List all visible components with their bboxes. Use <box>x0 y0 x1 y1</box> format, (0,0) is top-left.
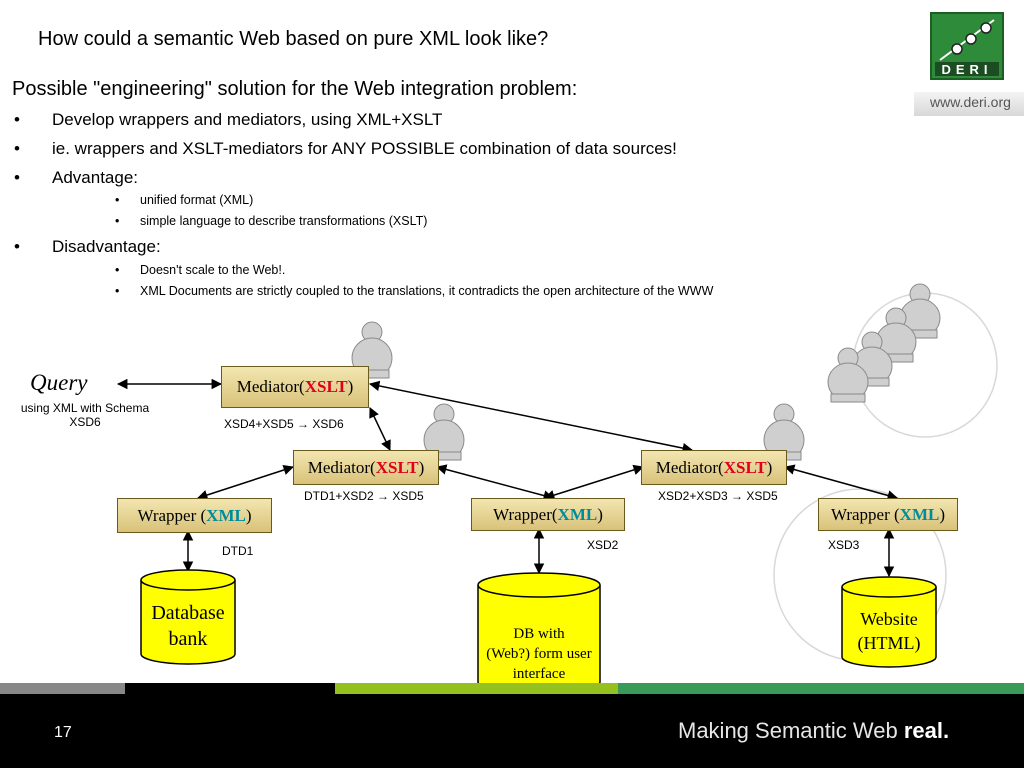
footer-bar-lime <box>335 683 618 695</box>
deri-url-bar <box>914 92 1024 116</box>
wrapper-prefix: Wrapper ( <box>137 505 207 525</box>
wrapper-schema-2: XSD2 <box>587 538 619 552</box>
bullet-item: • Develop wrappers and mediators, using … <box>14 110 443 130</box>
source-label-website: Website (HTML) <box>842 607 936 655</box>
footer-bar-green <box>618 683 1024 695</box>
bullet-marker: • <box>14 237 20 256</box>
source-label-line: (Web?) form user <box>486 646 592 662</box>
mediator-schema-left: DTD1+XSD2 → XSD5 <box>304 489 424 503</box>
wrapper-box-1: Wrapper (XML) <box>117 498 272 533</box>
source-label-line: DB with <box>513 626 565 642</box>
footer-tagline: Making Semantic Web real. <box>678 718 949 744</box>
database-cylinder-2 <box>477 572 601 695</box>
deri-logo: DERI <box>930 12 1004 80</box>
footer-bar-black <box>125 683 335 695</box>
wrapper-prefix: Wrapper ( <box>830 504 900 524</box>
wrapper-keyword: XML <box>557 504 598 524</box>
source-label-db-form: DB with (Web?) form user interface <box>474 624 604 684</box>
wrapper-box-2: Wrapper(XML) <box>471 498 625 531</box>
sub-bullet-text: unified format (XML) <box>140 193 254 207</box>
sub-bullet-item: • Doesn't scale to the Web!. <box>115 263 286 277</box>
bullet-item: • Advantage: <box>14 168 139 188</box>
bullet-marker: • <box>115 284 120 298</box>
wrapper-suffix: ) <box>245 505 252 525</box>
wrapper-schema-3: XSD3 <box>828 538 860 552</box>
bullet-text: Develop wrappers and mediators, using XM… <box>52 110 443 129</box>
page-number: 17 <box>54 724 72 741</box>
bullet-marker: • <box>115 214 120 228</box>
mediator-prefix: Mediator( <box>236 377 305 396</box>
slide-subtitle: Possible "engineering" solution for the … <box>12 78 578 100</box>
bullet-marker: • <box>14 139 20 158</box>
sub-bullet-item: • unified format (XML) <box>115 193 254 207</box>
slide-title: How could a semantic Web based on pure X… <box>38 28 549 50</box>
query-label: Query <box>30 370 88 395</box>
query-note: using XML with Schema XSD6 <box>14 401 156 429</box>
wrapper-keyword: XML <box>206 505 246 525</box>
bullet-text: ie. wrappers and XSLT-mediators for ANY … <box>52 139 677 158</box>
arrow-left-mediator-wrapper-2 <box>435 464 555 501</box>
mediator-suffix: ) <box>347 377 354 396</box>
footer <box>0 694 1024 768</box>
query-note-line: XSD6 <box>69 415 101 429</box>
bullet-marker: • <box>14 110 20 129</box>
bullet-marker: • <box>115 193 120 207</box>
mediator-box-top: Mediator(XSLT) <box>221 366 369 408</box>
query-note-line: using XML with Schema <box>20 401 150 415</box>
bullet-item: • Disadvantage: <box>14 237 161 257</box>
mediator-box-right: Mediator(XSLT) <box>641 450 787 485</box>
source-label-line: interface <box>512 666 566 682</box>
sub-bullet-item: • XML Documents are strictly coupled to … <box>115 284 714 298</box>
mediator-box-left: Mediator(XSLT) <box>293 450 439 485</box>
sub-bullet-item: • simple language to describe transforma… <box>115 214 428 228</box>
source-label-line: (HTML) <box>857 633 921 653</box>
wrapper-keyword: XML <box>899 504 940 524</box>
tagline-prefix: Making Semantic Web <box>678 718 904 743</box>
mediator-keyword: XSLT <box>375 457 419 477</box>
deri-url: www.deri.org <box>930 94 1011 110</box>
mediator-prefix: Mediator( <box>307 457 376 477</box>
source-label-line: Website <box>860 609 918 629</box>
bullet-marker: • <box>115 263 120 277</box>
mediator-keyword: XSLT <box>304 377 348 396</box>
mediator-suffix: ) <box>766 457 773 477</box>
mediator-schema-top: XSD4+XSD5 → XSD6 <box>224 417 344 431</box>
statue-icon <box>351 283 941 461</box>
wrapper-suffix: ) <box>597 504 603 524</box>
source-label-line: Database <box>151 602 225 624</box>
arrow-right-mediator-wrapper-2 <box>543 464 645 501</box>
arrow-right-mediator-wrapper-3 <box>783 464 899 501</box>
tagline-bold: real. <box>903 718 950 743</box>
source-label-line: bank <box>168 628 208 650</box>
mediator-prefix: Mediator( <box>655 457 724 477</box>
bullet-text: Advantage: <box>52 168 139 187</box>
wrapper-schema-1: DTD1 <box>222 544 254 558</box>
sub-bullet-text: simple language to describe transformati… <box>140 214 428 228</box>
mediator-suffix: ) <box>418 457 425 477</box>
arrow-left-mediator-wrapper-1 <box>197 464 294 501</box>
bullet-marker: • <box>14 168 20 187</box>
footer-bar-gray <box>0 683 125 695</box>
bullet-text: Disadvantage: <box>52 237 161 256</box>
sub-bullet-text: Doesn't scale to the Web!. <box>140 263 286 277</box>
wrapper-box-3: Wrapper (XML) <box>818 498 958 531</box>
mediator-keyword: XSLT <box>723 457 767 477</box>
arrow-top-mediator-left-mediator <box>369 407 391 451</box>
database-cylinder-3 <box>841 576 937 668</box>
database-cylinder-1 <box>140 569 236 665</box>
sub-bullet-text: XML Documents are strictly coupled to th… <box>140 284 714 298</box>
wrapper-suffix: ) <box>939 504 946 524</box>
wrapper-prefix: Wrapper( <box>493 504 558 524</box>
bullet-item: • ie. wrappers and XSLT-mediators for AN… <box>14 139 677 159</box>
deri-logo-text: DERI <box>941 62 993 77</box>
arrow-top-mediator-right-mediator <box>368 380 694 454</box>
mediator-schema-right: XSD2+XSD3 → XSD5 <box>658 489 778 503</box>
source-label-database: Database bank <box>141 600 235 652</box>
